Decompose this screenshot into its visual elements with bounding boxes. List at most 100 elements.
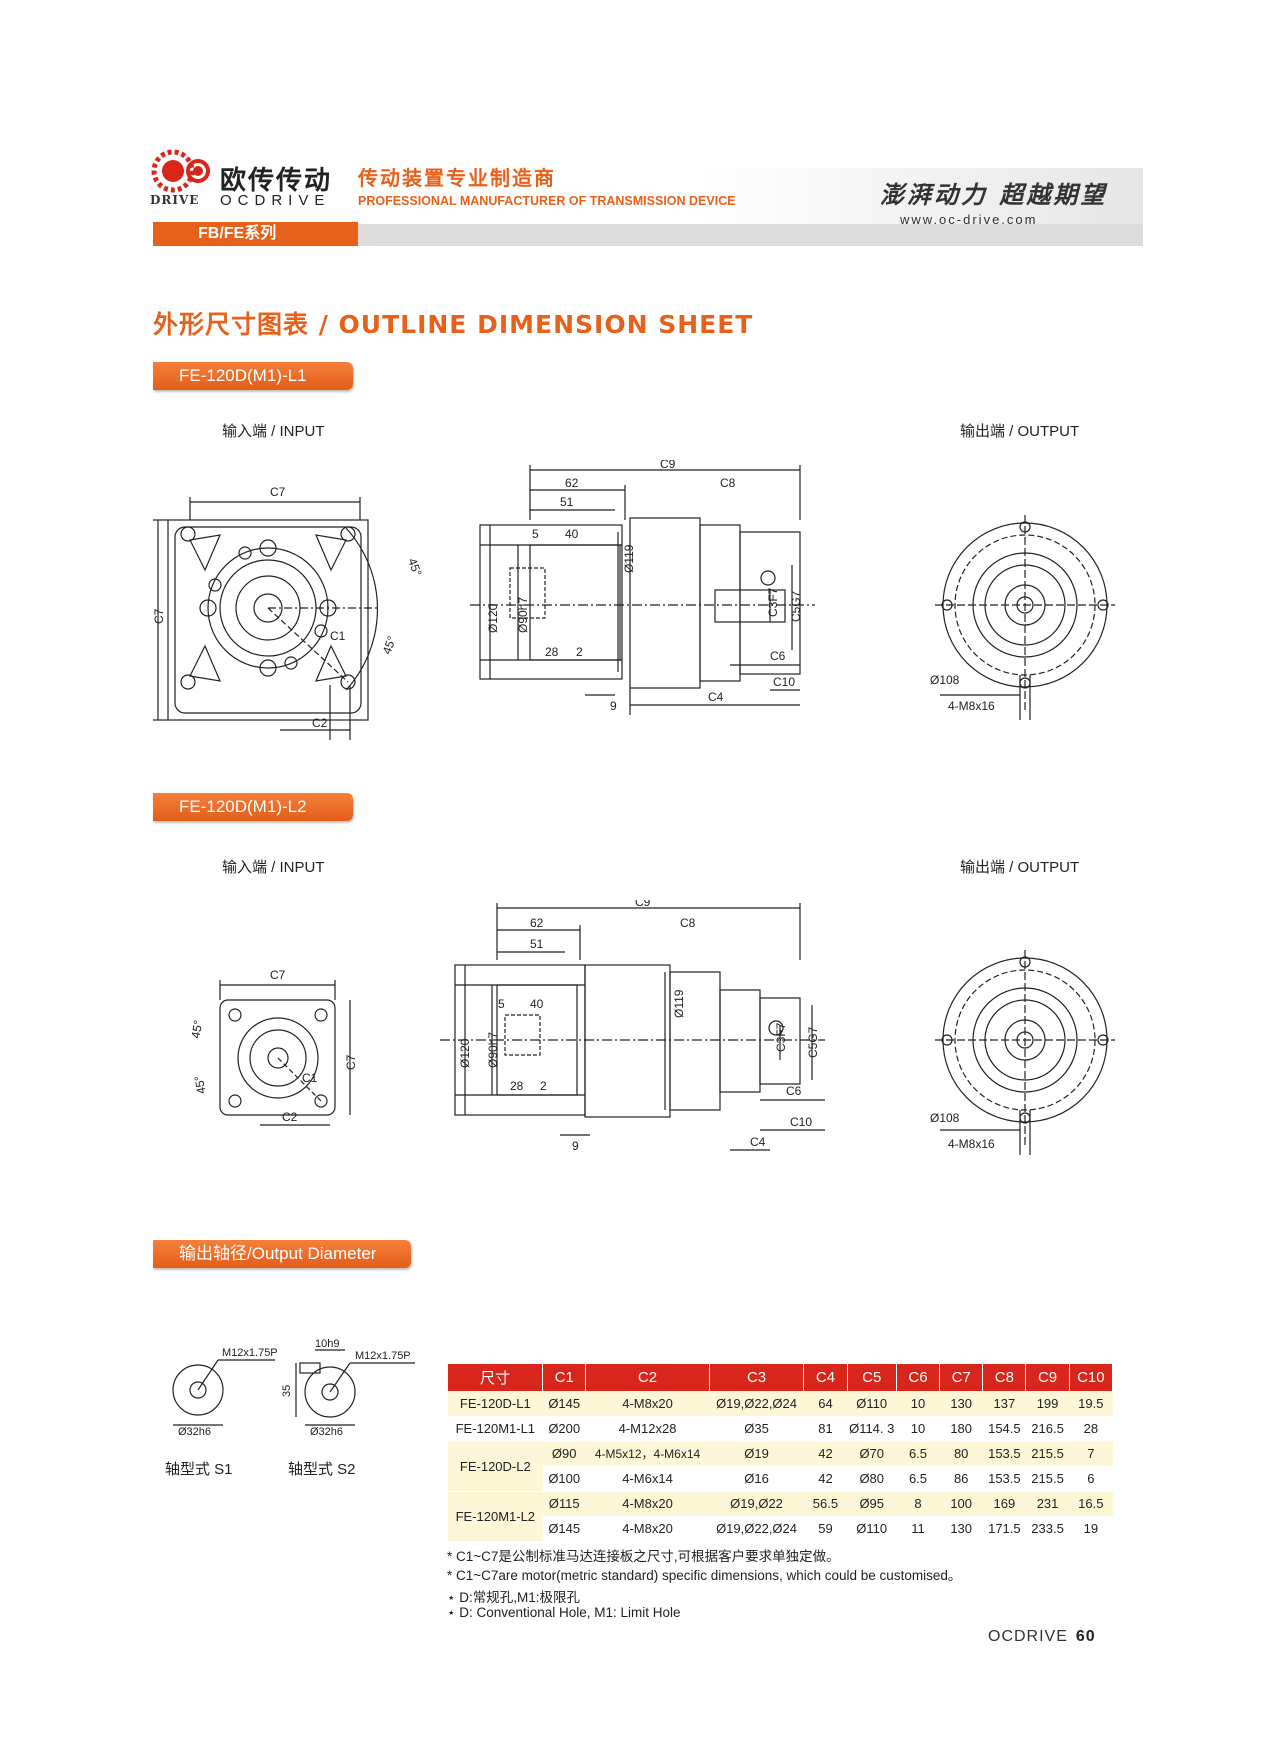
cell-model: FE-120M1-L1 [448,1416,543,1442]
header-c1: C1 [542,1364,587,1391]
svg-text:10h9: 10h9 [315,1338,339,1350]
svg-text:C4: C4 [750,1135,766,1149]
cell-model: FE-120D-L1 [448,1391,543,1417]
cell-c10: 28 [1069,1416,1113,1442]
cell-c4: 81 [803,1416,848,1442]
cell-c9: 231 [1025,1491,1070,1517]
svg-text:C1: C1 [302,1071,318,1085]
sheet-title: 外形尺寸图表 / OUTLINE DIMENSION SHEET [153,310,754,339]
svg-text:45°: 45° [190,1019,205,1040]
cell-c8: 169 [982,1491,1026,1517]
header-c4: C4 [803,1364,848,1391]
output-view-l1: Ø108 4-M8x16 [930,515,1115,720]
cell-c7: 100 [939,1491,983,1517]
table-row: FE-120M1-L1 Ø200 4-M12x28 Ø35 81 Ø114. 3… [448,1416,1113,1442]
svg-text:M12x1.75P: M12x1.75P [222,1347,278,1359]
cell-c2: 4-M8x20 [585,1491,710,1517]
header-c5: C5 [847,1364,897,1391]
svg-text:C7: C7 [152,608,166,624]
svg-text:C3F7: C3F7 [774,1022,788,1052]
svg-text:C9: C9 [660,460,676,471]
side-view-l2: C9 62 C8 51 40 5 28 2 9 Ø120 Ø90h7 Ø119 … [440,900,825,1153]
svg-text:45°: 45° [380,634,399,656]
tagline-en: PROFESSIONAL MANUFACTURER OF TRANSMISSIO… [358,194,736,208]
cell-c9: 199 [1025,1391,1070,1417]
cell-c9: 215.5 [1025,1466,1070,1492]
cell-c7: 130 [939,1516,983,1542]
output-label-l2: 输出端 / OUTPUT [960,859,1080,876]
cell-c4: 59 [803,1516,848,1542]
svg-text:Ø90h7: Ø90h7 [516,597,530,633]
svg-text:C8: C8 [720,476,736,490]
svg-text:C5G7: C5G7 [789,590,803,622]
input-view-l1: C7 C7 45° 45° C1 C2 [152,485,425,740]
svg-text:C6: C6 [786,1084,802,1098]
cell-c2: 4-M6x14 [585,1466,710,1492]
cell-c6: 11 [896,1516,940,1542]
cell-c1: Ø145 [542,1516,586,1542]
svg-text:Ø32h6: Ø32h6 [178,1426,211,1435]
header-c7: C7 [939,1364,984,1391]
output-view-l2: Ø108 4-M8x16 [930,950,1115,1155]
note-line-2: * C1~C7are motor(metric standard) specif… [447,1568,962,1583]
tagline-cn: 传动装置专业制造商 [358,166,556,190]
cell-c6: 10 [896,1391,940,1417]
svg-text:2: 2 [540,1079,547,1093]
footer-brand: OCDRIVE [988,1628,1068,1645]
svg-text:M12x1.75P: M12x1.75P [355,1350,411,1362]
cell-c10: 19 [1069,1516,1113,1542]
dimension-table: 尺寸 C1 C2 C3 C4 C5 C6 C7 C8 C9 C10 FE-120… [448,1364,1114,1542]
svg-text:C4: C4 [708,690,724,704]
svg-text:C6: C6 [770,649,786,663]
cell-c1: Ø115 [542,1491,586,1517]
svg-text:C8: C8 [680,916,696,930]
svg-text:C2: C2 [312,716,328,730]
table-row: Ø145 4-M8x20 Ø19,Ø22,Ø24 59 Ø110 11 130 … [448,1516,1113,1542]
cell-c3: Ø35 [709,1416,804,1442]
cell-c3: Ø19,Ø22,Ø24 [709,1516,804,1542]
svg-text:35: 35 [281,1385,293,1397]
input-view-l2: C7 C7 45° 45° C1 C2 [190,968,358,1126]
svg-text:C7: C7 [344,1054,358,1070]
svg-text:C5G7: C5G7 [806,1026,820,1058]
note-line-1: * C1~C7是公制标准马达连接板之尺寸,可根据客户要求单独定做。 [447,1549,840,1564]
cell-c7: 130 [939,1391,983,1417]
output-diameter-title: 输出轴径/Output Diameter [153,1240,411,1268]
cell-c2: 4-M12x28 [585,1416,710,1442]
cell-c9: 216.5 [1025,1416,1070,1442]
header-size: 尺寸 [448,1364,544,1391]
svg-text:Ø32h6: Ø32h6 [310,1426,343,1435]
svg-text:C7: C7 [270,485,286,499]
cell-c3: Ø16 [709,1466,804,1492]
brand-name-en: OCDRIVE [220,192,331,209]
svg-text:Ø120: Ø120 [458,1038,472,1068]
table-row: FE-120D-L1 Ø145 4-M8x20 Ø19,Ø22,Ø24 64 Ø… [448,1391,1113,1417]
svg-text:28: 28 [545,645,559,659]
table-header-row: 尺寸 C1 C2 C3 C4 C5 C6 C7 C8 C9 C10 [448,1364,1114,1391]
model-label-l1: FE-120D(M1)-L1 [153,362,353,390]
cell-c10: 6 [1069,1466,1113,1492]
header-c2: C2 [585,1364,710,1391]
svg-text:Ø119: Ø119 [622,544,636,573]
note-line-3: ⋆ D:常规孔,M1:极限孔 [447,1590,580,1605]
brand-name-cn: 欧传传动 [220,166,333,196]
table-row: FE-120M1-L2 Ø115 4-M8x20 Ø19,Ø22 56.5 Ø9… [448,1491,1113,1542]
cell-c9: 233.5 [1025,1516,1070,1542]
svg-text:5: 5 [498,997,505,1011]
cell-c2: 4-M8x20 [585,1391,710,1417]
cell-c10: 7 [1069,1441,1113,1467]
svg-text:45°: 45° [405,556,424,578]
svg-text:Ø119: Ø119 [672,989,686,1018]
svg-text:2: 2 [576,645,583,659]
svg-text:40: 40 [565,527,579,541]
cell-c4: 56.5 [803,1491,848,1517]
cell-c1: Ø100 [542,1466,586,1492]
svg-text:Ø108: Ø108 [930,1111,960,1125]
side-view-l1: C9 62 C8 51 40 5 28 2 9 Ø120 Ø90h7 Ø119 … [470,460,815,715]
header-c9: C9 [1025,1364,1070,1391]
shaft-s1-label: 轴型式 S1 [165,1461,233,1478]
cell-c8: 153.5 [982,1466,1026,1492]
svg-text:9: 9 [572,1139,579,1153]
cell-c2: 4-M5x12，4-M6x14 [585,1441,710,1467]
